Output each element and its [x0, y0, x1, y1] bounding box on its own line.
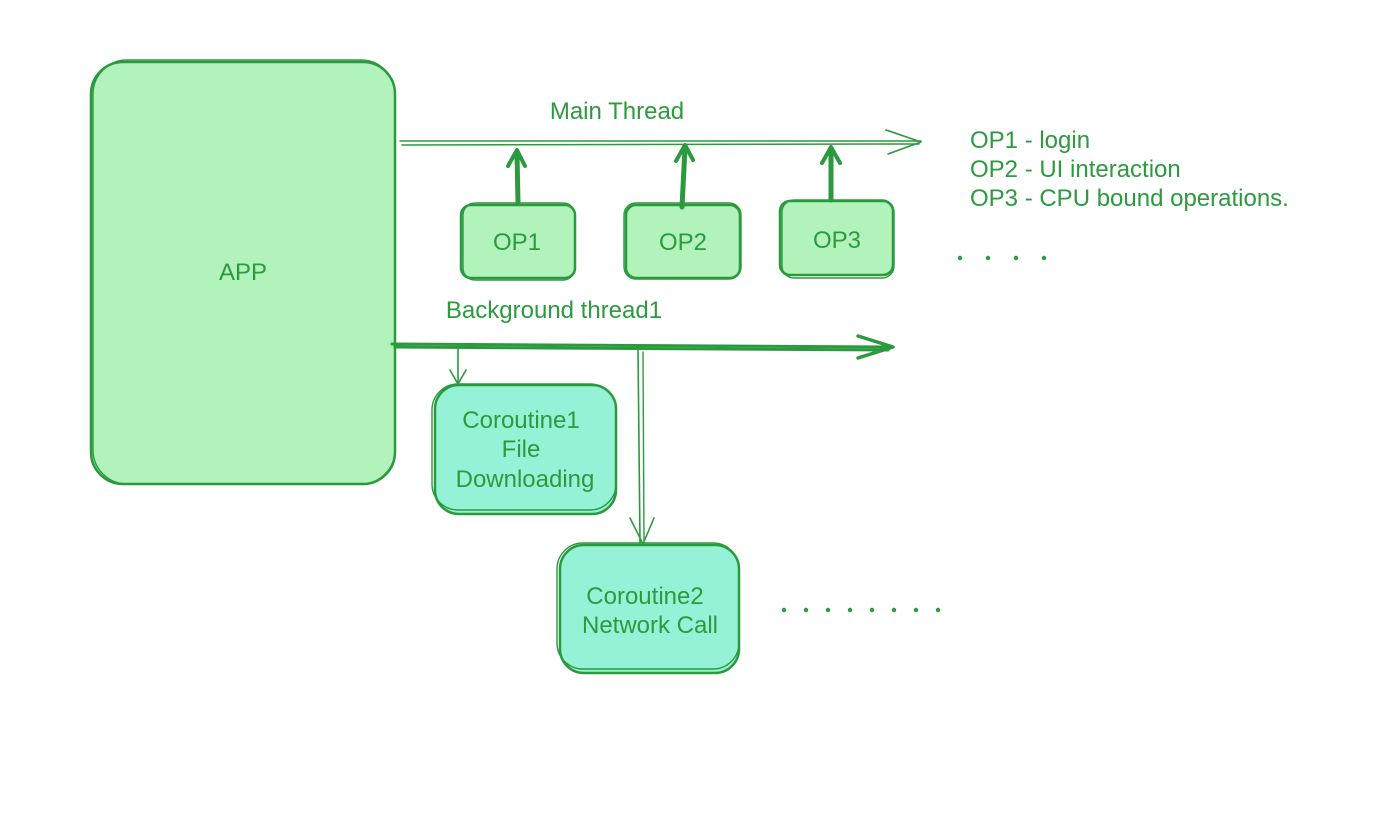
coroutine1-connector: [449, 347, 467, 385]
legend-item: OP2 - UI interaction: [970, 156, 1181, 183]
coroutine1-label-line: Coroutine1: [462, 407, 579, 434]
op3-node: OP3: [778, 199, 895, 279]
coroutine1-label-line: Downloading: [456, 466, 595, 493]
legend-item: OP1 - login: [970, 127, 1090, 154]
op-legend: OP1 - login OP2 - UI interaction OP3 - C…: [970, 127, 1289, 212]
op2-label: OP2: [659, 229, 707, 256]
main-thread-line: [399, 129, 922, 155]
background-thread-line: [390, 334, 895, 360]
coroutine2-connector: [629, 348, 655, 545]
coroutine2-label-line: Network Call: [582, 612, 718, 639]
op1-node: OP1: [459, 202, 577, 281]
op3-arrow: [820, 145, 842, 203]
coroutine1-node: Coroutine1 File Downloading: [431, 383, 618, 516]
op-ellipsis: [957, 255, 1047, 261]
op2-arrow: [674, 143, 695, 210]
coroutine-ellipsis: [781, 607, 941, 613]
op2-node: OP2: [623, 202, 742, 280]
op3-label: OP3: [813, 227, 861, 254]
app-label: APP: [219, 259, 267, 286]
coroutine2-node: Coroutine2 Network Call: [556, 542, 741, 675]
main-thread-label: Main Thread: [550, 98, 684, 125]
background-thread-label: Background thread1: [446, 297, 662, 324]
coroutine1-label-line: File: [502, 436, 541, 463]
op1-arrow: [506, 148, 527, 206]
legend-item: OP3 - CPU bound operations.: [970, 185, 1289, 212]
coroutine2-label-line: Coroutine2: [586, 583, 703, 610]
app-node: APP: [89, 59, 397, 486]
op1-label: OP1: [493, 229, 541, 256]
